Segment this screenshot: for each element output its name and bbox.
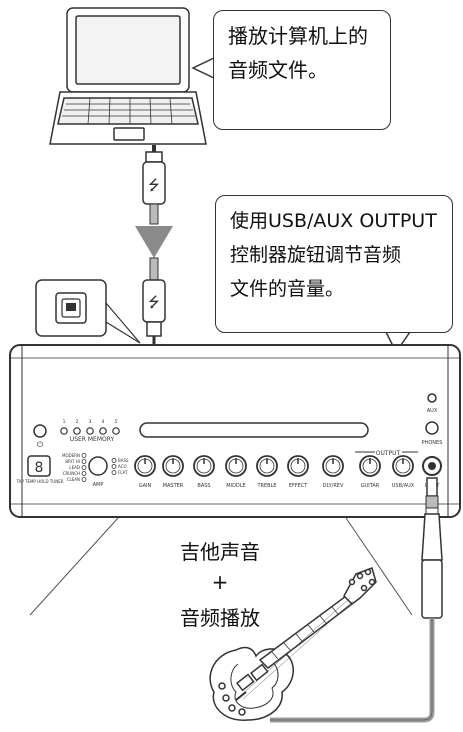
callout-adjust-volume: 使用USB/AUX OUTPUT 控制器旋钮调节音频 文件的音量。	[215, 195, 453, 333]
svg-text:⭍: ⭍	[148, 295, 160, 311]
amp-type-label: BRIT HI	[65, 459, 80, 464]
knob-label: EFFECT	[289, 483, 309, 489]
amp-panel: ⏻ 1 2 3 4 5 USER MEMORY 8 TAP TEMP HOLD TUNE…	[9, 344, 461, 518]
amp-type-label: LEAD	[69, 465, 80, 470]
memory-number: 2	[76, 419, 79, 425]
user-memory-label: USER MEMORY	[70, 436, 115, 443]
memory-led[interactable]	[73, 427, 81, 435]
callout-line: 文件的音量。	[230, 278, 345, 300]
memory-number: 3	[89, 419, 92, 425]
callout-play-audio: 播放计算机上的 音频文件。	[213, 10, 391, 130]
amp-type-label: CRUNCH	[63, 471, 80, 476]
down-arrow-icon	[135, 226, 173, 258]
knob-usbaux[interactable]: USB/AUX	[392, 455, 415, 489]
callout-line: 音频文件。	[228, 58, 328, 82]
amp-type-led	[81, 471, 87, 476]
caption-guitar-sound: 吉他声音	[180, 540, 260, 564]
callout-line: 使用USB/AUX OUTPUT	[230, 210, 437, 232]
knob-label: MASTER	[163, 483, 184, 489]
memory-led[interactable]	[86, 427, 94, 435]
amp-type-led	[81, 477, 87, 482]
laptop-icon	[49, 7, 207, 145]
amp-label: AMP	[93, 482, 104, 488]
knob-label: GUITAR	[361, 483, 380, 489]
effect-type-label: FLAT	[118, 470, 128, 475]
effect-type-label: ACO	[118, 464, 127, 469]
output-label: OUTPUT	[376, 450, 401, 457]
guitar-icon	[209, 567, 377, 721]
amp-type-led	[81, 459, 87, 464]
memory-led[interactable]	[99, 427, 107, 435]
perspective-line-left	[29, 517, 119, 616]
usb-cable-top: ⭍	[142, 145, 166, 225]
knob-label: USB/AUX	[392, 483, 415, 489]
perspective-line-right	[345, 517, 413, 616]
knob-label: GAIN	[139, 483, 152, 489]
memory-number: 5	[115, 419, 118, 425]
knob-treble[interactable]: TREBLE	[256, 455, 278, 489]
effect-type-label: BASS	[118, 458, 129, 463]
amp-type-led	[81, 453, 87, 458]
amp-type-label: MODERN	[62, 453, 80, 458]
phones-label: PHONES	[422, 440, 443, 446]
knob-gain[interactable]: GAIN	[134, 455, 156, 489]
memory-led[interactable]	[60, 427, 68, 435]
knob-label: BASS	[197, 483, 210, 489]
knob-guitar[interactable]: GUITAR	[359, 455, 381, 489]
memory-number: 4	[102, 419, 105, 425]
svg-text:8: 8	[35, 460, 44, 476]
knob-bass[interactable]: BASS	[193, 455, 215, 489]
knob-effect[interactable]: EFFECT	[287, 455, 309, 489]
caption-plus: +	[211, 570, 229, 594]
usb-port-inset	[35, 279, 141, 344]
knob-label: TREBLE	[256, 483, 276, 489]
callout-top-tail	[191, 57, 215, 79]
effect-type-led	[111, 458, 117, 463]
svg-text:⭍: ⭍	[148, 178, 160, 194]
amp-knob[interactable]	[88, 456, 108, 476]
knob-label: DLY/REV	[323, 483, 344, 489]
amp-type-led	[81, 465, 87, 470]
effect-type-led	[111, 470, 117, 475]
callout-line: 控制器旋钮调节音频	[230, 244, 402, 266]
knob-master[interactable]: MASTER	[162, 455, 184, 489]
knob-label: MIDDLE	[226, 483, 245, 489]
callout-line: 播放计算机上的	[228, 24, 368, 48]
tap-tempo-label: TAP TEMP HOLD TUNER	[15, 479, 63, 484]
usb-plug-bottom: ⭍	[142, 279, 166, 346]
guitar-cable	[270, 477, 443, 723]
knob-dlyrev[interactable]: DLY/REV	[322, 455, 344, 489]
knob-middle[interactable]: MIDDLE	[225, 455, 247, 489]
memory-led[interactable]	[112, 427, 120, 435]
aux-label: AUX	[427, 408, 438, 414]
effect-type-led	[111, 464, 117, 469]
caption-audio-playback: 音频播放	[180, 606, 260, 630]
memory-number: 1	[63, 419, 66, 425]
svg-text:⏻: ⏻	[37, 440, 44, 449]
amp-type-label: CLEAN	[67, 477, 80, 482]
